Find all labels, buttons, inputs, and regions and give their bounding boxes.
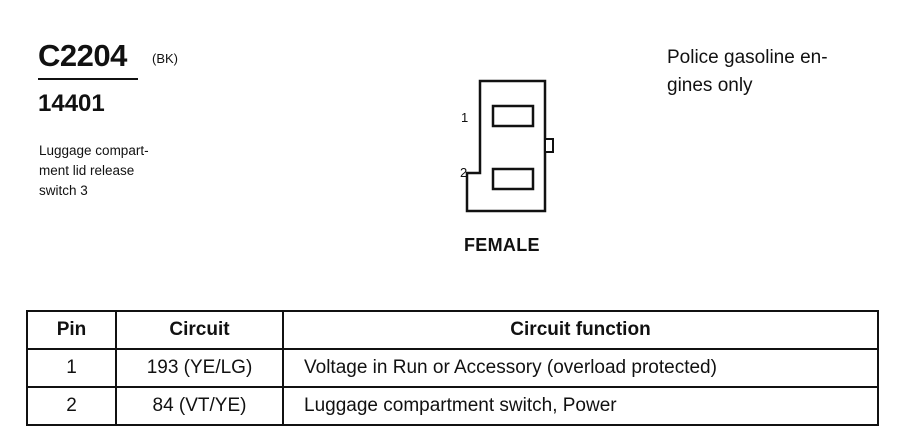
connector-face-diagram: 1 2 [460,79,554,213]
note-line: gines only [667,75,753,96]
table-header-row: Pin Circuit Circuit function [26,310,879,350]
part-number: 14401 [38,90,105,117]
latch-tab [544,138,554,153]
table-row: 1 193 (YE/LG) Voltage in Run or Accessor… [26,348,879,388]
pin-label-1: 1 [461,110,468,125]
header-circuit-function: Circuit function [282,310,879,350]
description-line: Luggage compart- [39,143,149,158]
connector-color: (BK) [152,51,178,66]
description-line: ment lid release [39,163,135,178]
cell-circuit: 84 (VT/YE) [115,386,284,426]
cell-pin: 2 [26,386,117,426]
pin-cavity-1 [491,104,535,128]
cell-function: Luggage compartment switch, Power [282,386,879,426]
pinout-table: Pin Circuit Circuit function 1 193 (YE/L… [26,310,879,426]
connector-description: Luggage compart- ment lid release switch… [39,141,149,201]
table-row: 2 84 (VT/YE) Luggage compartment switch,… [26,386,879,426]
note-line: Police gasoline en- [667,47,828,68]
header-pin: Pin [26,310,117,350]
description-line: switch 3 [39,183,88,198]
application-note: Police gasoline en- gines only [667,44,828,100]
pin-cavity-2 [491,167,535,191]
connector-id-underline [38,78,138,80]
connector-id: C2204 [38,38,127,73]
cell-pin: 1 [26,348,117,388]
header-circuit: Circuit [115,310,284,350]
cell-function: Voltage in Run or Accessory (overload pr… [282,348,879,388]
pin-label-2: 2 [460,165,467,180]
connector-gender: FEMALE [464,235,540,255]
connector-body [465,79,547,213]
cell-circuit: 193 (YE/LG) [115,348,284,388]
